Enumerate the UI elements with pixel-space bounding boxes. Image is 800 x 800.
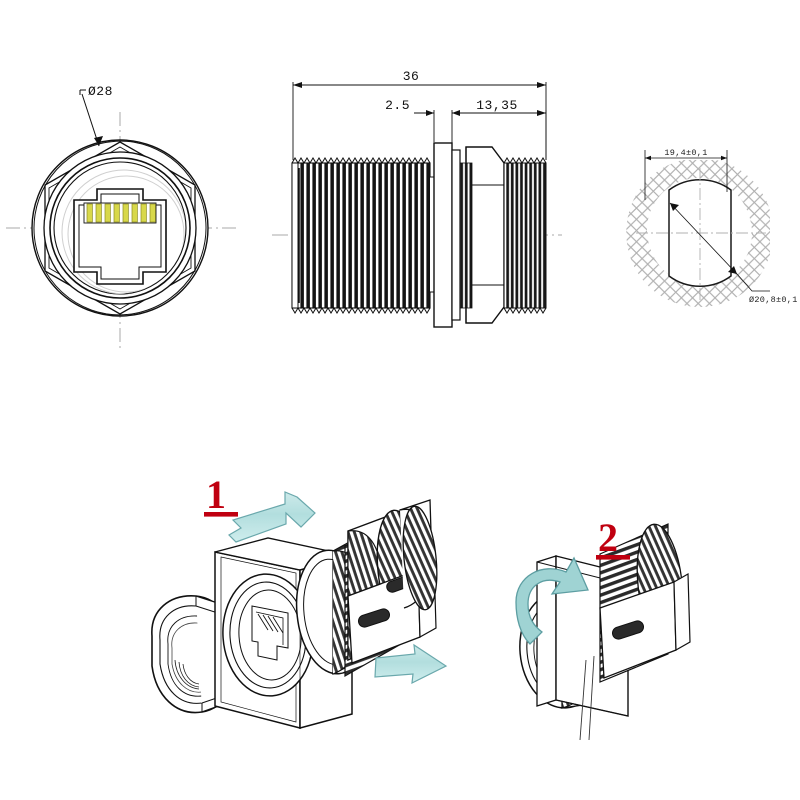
assembly-step-1: 1: [151, 472, 448, 729]
arrow-rotate: [515, 556, 589, 645]
rj45-socket: [73, 188, 167, 285]
dimension-label-cutout-width: 19,4±0,1: [664, 148, 707, 158]
assembled-side-slot: [611, 620, 645, 640]
dimension-label-overall: 36: [403, 69, 420, 84]
ring-shading: [61, 169, 185, 294]
nut-bore-shading: [174, 659, 200, 690]
dimension-overall-length: [292, 82, 547, 160]
threaded-connector-body: [295, 499, 438, 678]
step-2-number: 2: [598, 515, 618, 560]
step-1-underline: [204, 512, 238, 517]
diameter-leader-line: [79, 89, 103, 147]
dimension-label-cutout-diameter: Ø20,8±0,1: [749, 295, 798, 305]
pin-block: [83, 202, 157, 224]
receptacle-rj45-keyway: [251, 605, 289, 661]
front-face-view: Ø28: [6, 84, 238, 348]
dimension-label-flange: 2.5: [385, 98, 410, 113]
assembled-leader-lines: [579, 655, 595, 741]
side-slot-front: [357, 608, 391, 628]
front-threaded-barrel: [291, 157, 441, 314]
arrow-push-through: [374, 643, 448, 685]
dimension-rear-thread: [452, 110, 547, 160]
dimension-cutout-diameter-leader: [669, 202, 770, 292]
rear-threaded-section: [459, 157, 547, 314]
hex-grip-outline: [44, 141, 196, 315]
step-1-number: 1: [206, 472, 226, 517]
step-2-underline: [596, 555, 630, 560]
side-section-view: 36 2.5 13,35: [272, 69, 562, 328]
assembly-step-2: 2: [515, 515, 691, 741]
flange-plate: [433, 142, 461, 328]
front-diameter-label: Ø28: [88, 84, 113, 99]
dimension-cutout-width: [644, 150, 728, 200]
assembled-connector: [519, 523, 691, 741]
arrow-insert: [228, 491, 316, 543]
cutout-centerlines: [636, 168, 766, 300]
panel-cutout-detail: 19,4±0,1 Ø20,8±0,1: [626, 148, 798, 308]
hex-grip-outline-inner: [48, 146, 192, 310]
outer-body-circle-2: [33, 140, 207, 316]
dimension-label-rear-thread: 13,35: [476, 98, 518, 113]
rj45-contact-pins: [86, 203, 156, 223]
